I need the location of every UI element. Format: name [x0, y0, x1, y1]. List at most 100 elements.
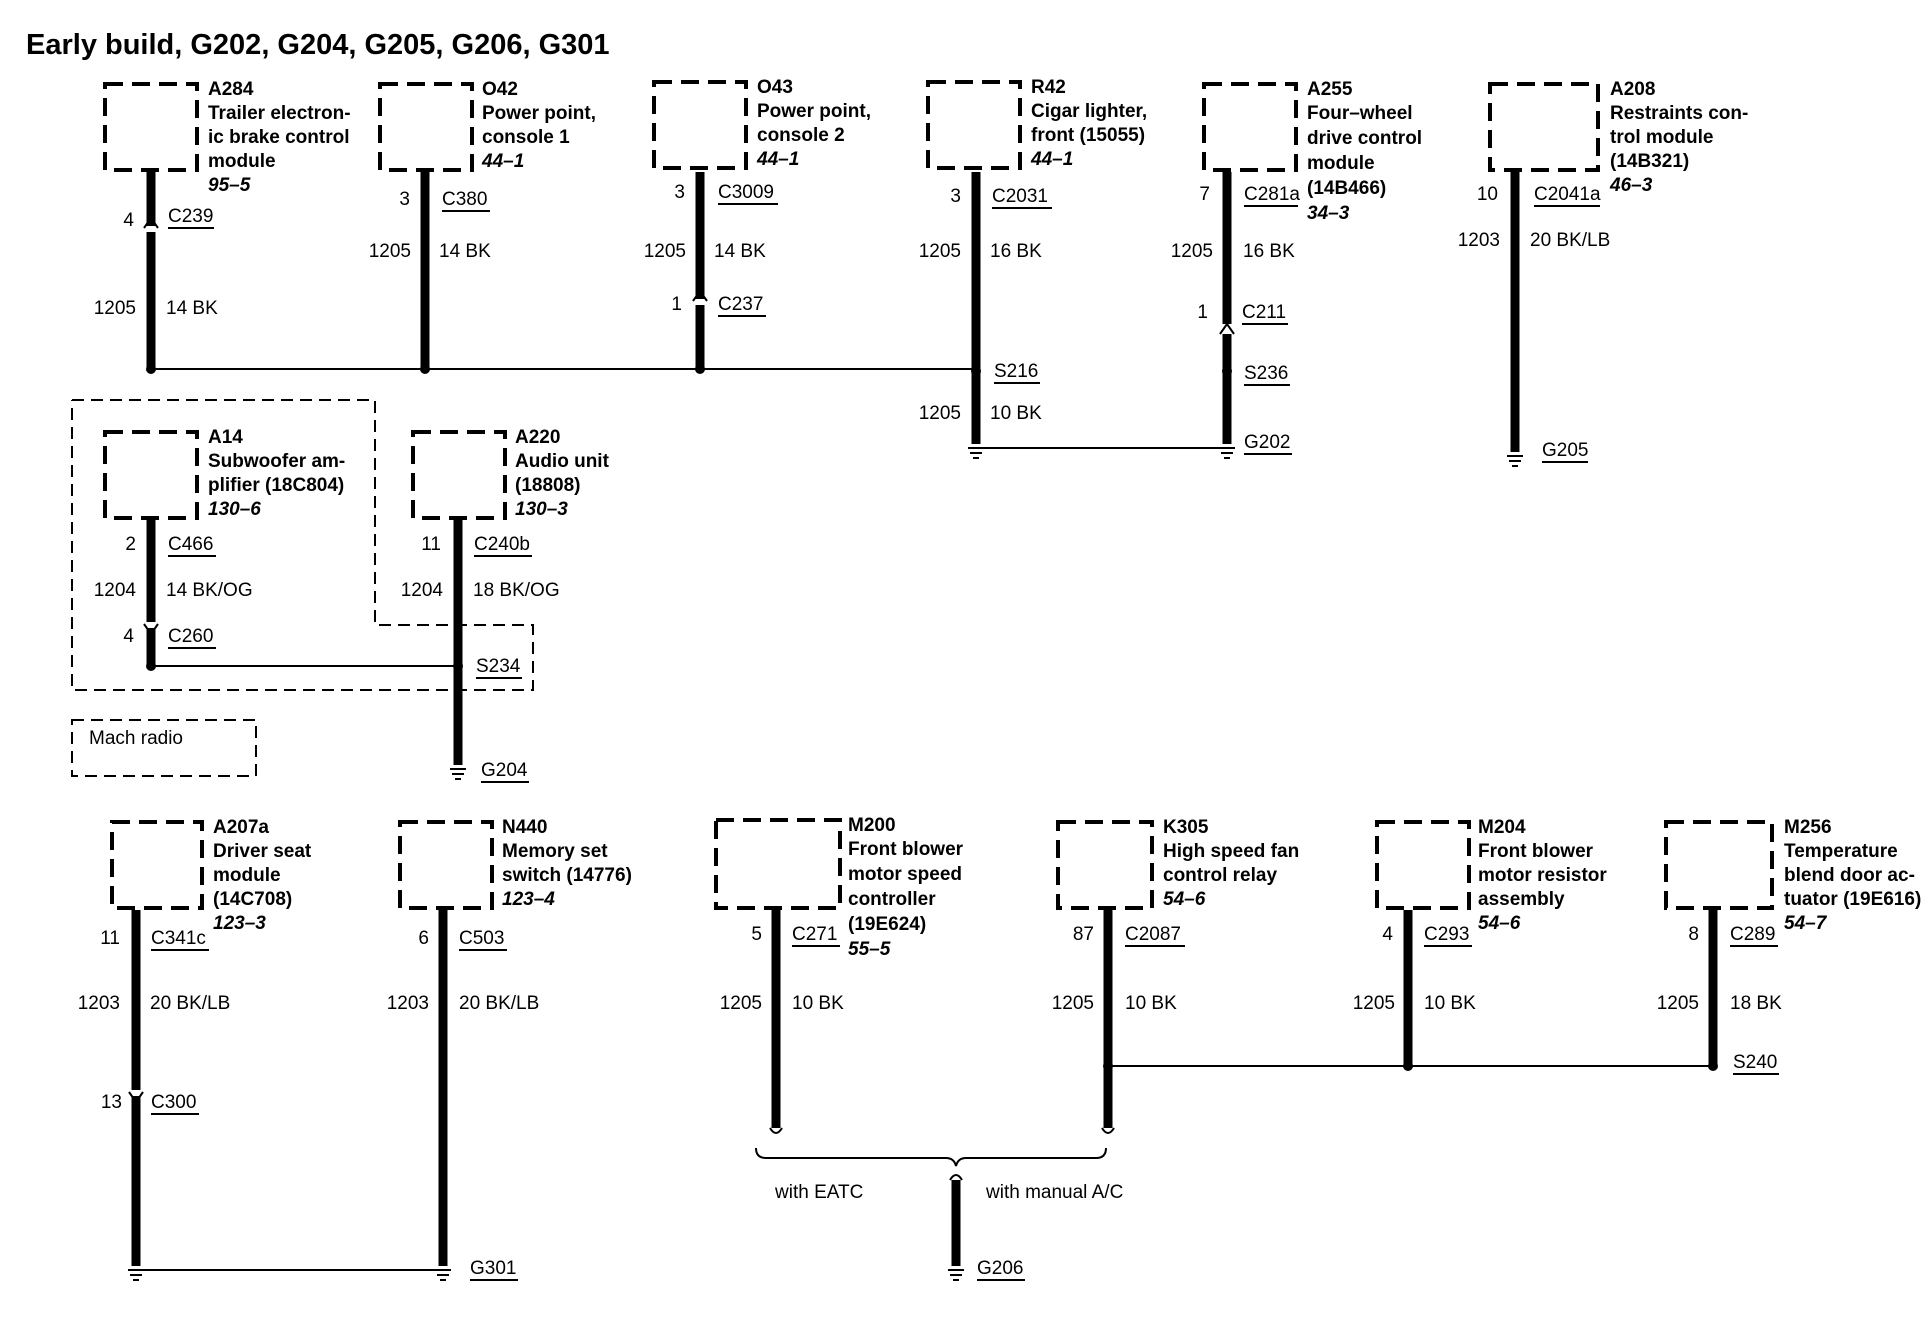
svg-text:11: 11: [421, 534, 441, 555]
svg-text:(14B321): (14B321): [1610, 151, 1689, 172]
svg-text:55–5: 55–5: [848, 939, 891, 960]
svg-text:Four–wheel: Four–wheel: [1307, 103, 1413, 124]
svg-text:ic brake control: ic brake control: [208, 127, 350, 148]
svg-text:blend door ac-: blend door ac-: [1784, 865, 1915, 886]
wire-m200: 5 C271 1205 10 BK: [720, 910, 844, 1134]
component-O42[interactable]: O42 Power point, console 1 44–1: [378, 79, 596, 172]
svg-text:10 BK: 10 BK: [1125, 993, 1177, 1014]
svg-text:10 BK: 10 BK: [990, 403, 1042, 424]
svg-text:16 BK: 16 BK: [1243, 241, 1295, 262]
component-A207a[interactable]: A207a Driver seat module (14C708) 123–3: [110, 817, 312, 934]
wire-a284: 4 C239 1205 14 BK: [94, 172, 218, 374]
svg-text:1205: 1205: [369, 241, 411, 262]
svg-text:3: 3: [674, 182, 685, 203]
svg-text:20 BK/LB: 20 BK/LB: [1530, 230, 1610, 251]
svg-text:console 1: console 1: [482, 127, 570, 148]
svg-text:M256: M256: [1784, 817, 1832, 838]
svg-text:switch (14776): switch (14776): [502, 865, 632, 886]
svg-text:16 BK: 16 BK: [990, 241, 1042, 262]
svg-text:1205: 1205: [919, 403, 961, 424]
svg-text:trol module: trol module: [1610, 127, 1713, 148]
svg-text:1204: 1204: [401, 580, 444, 601]
component-N440[interactable]: N440 Memory set switch (14776) 123–4: [398, 817, 632, 910]
svg-text:1: 1: [1197, 302, 1208, 323]
svg-text:44–1: 44–1: [756, 149, 799, 170]
svg-text:A284: A284: [208, 79, 254, 100]
svg-text:G206: G206: [977, 1258, 1023, 1279]
svg-text:C271: C271: [792, 924, 837, 945]
mach-radio-label: Mach radio: [71, 719, 257, 777]
svg-text:S216: S216: [994, 361, 1038, 382]
svg-text:1205: 1205: [1052, 993, 1094, 1014]
ground-g301: G301: [128, 1258, 518, 1281]
svg-text:87: 87: [1073, 924, 1094, 945]
component-A255[interactable]: A255 Four–wheel drive control module (14…: [1202, 79, 1422, 224]
component-A14[interactable]: A14 Subwoofer am- plifier (18C804) 130–6: [103, 427, 345, 520]
svg-text:C2087: C2087: [1125, 924, 1181, 945]
svg-text:18 BK/OG: 18 BK/OG: [473, 580, 560, 601]
svg-text:motor resistor: motor resistor: [1478, 865, 1607, 886]
svg-text:(14C708): (14C708): [213, 889, 292, 910]
svg-text:5: 5: [751, 924, 762, 945]
svg-text:Front blower: Front blower: [1478, 841, 1594, 862]
svg-text:motor speed: motor speed: [848, 864, 962, 885]
svg-text:plifier (18C804): plifier (18C804): [208, 475, 344, 496]
svg-text:13: 13: [101, 1092, 122, 1113]
svg-text:1: 1: [671, 294, 682, 315]
svg-text:54–6: 54–6: [1163, 889, 1206, 910]
svg-text:1203: 1203: [1458, 230, 1500, 251]
svg-text:A255: A255: [1307, 79, 1353, 100]
component-M204[interactable]: M204 Front blower motor resistor assembl…: [1375, 817, 1607, 934]
svg-text:123–3: 123–3: [213, 913, 266, 934]
svg-text:M204: M204: [1478, 817, 1526, 838]
svg-text:14 BK/OG: 14 BK/OG: [166, 580, 253, 601]
svg-text:with EATC: with EATC: [774, 1182, 863, 1203]
svg-text:3: 3: [950, 186, 961, 207]
svg-text:Restraints con-: Restraints con-: [1610, 103, 1748, 124]
svg-text:C2031: C2031: [992, 186, 1048, 207]
svg-text:14 BK: 14 BK: [439, 241, 491, 262]
component-A284[interactable]: A284 Trailer electron- ic brake control …: [103, 79, 351, 196]
diagram-title: Early build, G202, G204, G205, G206, G30…: [26, 29, 610, 61]
svg-text:123–4: 123–4: [502, 889, 555, 910]
svg-text:3: 3: [399, 189, 410, 210]
wire-n440: 6 C503 1203 20 BK/LB: [387, 910, 539, 1266]
svg-text:module: module: [213, 865, 281, 886]
svg-text:C293: C293: [1424, 924, 1469, 945]
component-A208[interactable]: A208 Restraints con- trol module (14B321…: [1488, 79, 1748, 196]
svg-text:C281a: C281a: [1244, 184, 1300, 205]
svg-text:44–1: 44–1: [1030, 149, 1073, 170]
svg-text:S234: S234: [476, 656, 521, 677]
wire-a14: 2 C466 1204 14 BK/OG 4 C260: [94, 520, 253, 671]
wire-k305: 87 C2087 1205 10 BK: [1052, 910, 1185, 1134]
component-A220[interactable]: A220 Audio unit (18808) 130–3: [411, 427, 610, 520]
svg-text:Subwoofer am-: Subwoofer am-: [208, 451, 345, 472]
wire-o42: 3 C380 1205 14 BK: [369, 172, 491, 374]
component-M256[interactable]: M256 Temperature blend door ac- tuator (…: [1664, 817, 1921, 934]
option-bracket: with EATC with manual A/C: [755, 1147, 1123, 1203]
svg-text:14 BK: 14 BK: [714, 241, 766, 262]
svg-text:130–3: 130–3: [515, 499, 568, 520]
svg-text:S240: S240: [1733, 1052, 1777, 1073]
svg-text:C2041a: C2041a: [1534, 184, 1601, 205]
svg-text:Front blower: Front blower: [848, 839, 964, 860]
svg-text:Audio unit: Audio unit: [515, 451, 610, 472]
svg-text:(14B466): (14B466): [1307, 178, 1386, 199]
component-R42[interactable]: R42 Cigar lighter, front (15055) 44–1: [926, 77, 1147, 170]
svg-text:8: 8: [1688, 924, 1699, 945]
component-M200[interactable]: M200 Front blower motor speed controller…: [714, 815, 964, 960]
svg-text:34–3: 34–3: [1307, 203, 1350, 224]
wire-m256: 8 C289 1205 18 BK S240: [1657, 910, 1782, 1075]
wire-a207a: 11 C341c 1203 20 BK/LB 13 C300: [78, 910, 230, 1266]
svg-text:1205: 1205: [644, 241, 686, 262]
svg-text:14 BK: 14 BK: [166, 298, 218, 319]
svg-text:4: 4: [123, 210, 134, 231]
component-O43[interactable]: O43 Power point, console 2 44–1: [652, 77, 871, 170]
svg-text:1205: 1205: [1353, 993, 1395, 1014]
svg-text:A208: A208: [1610, 79, 1655, 100]
svg-text:G301: G301: [470, 1258, 516, 1279]
svg-text:tuator (19E616): tuator (19E616): [1784, 889, 1921, 910]
component-K305[interactable]: K305 High speed fan control relay 54–6: [1056, 817, 1299, 910]
svg-text:11: 11: [100, 928, 120, 949]
ground-g204: G204: [450, 760, 529, 783]
